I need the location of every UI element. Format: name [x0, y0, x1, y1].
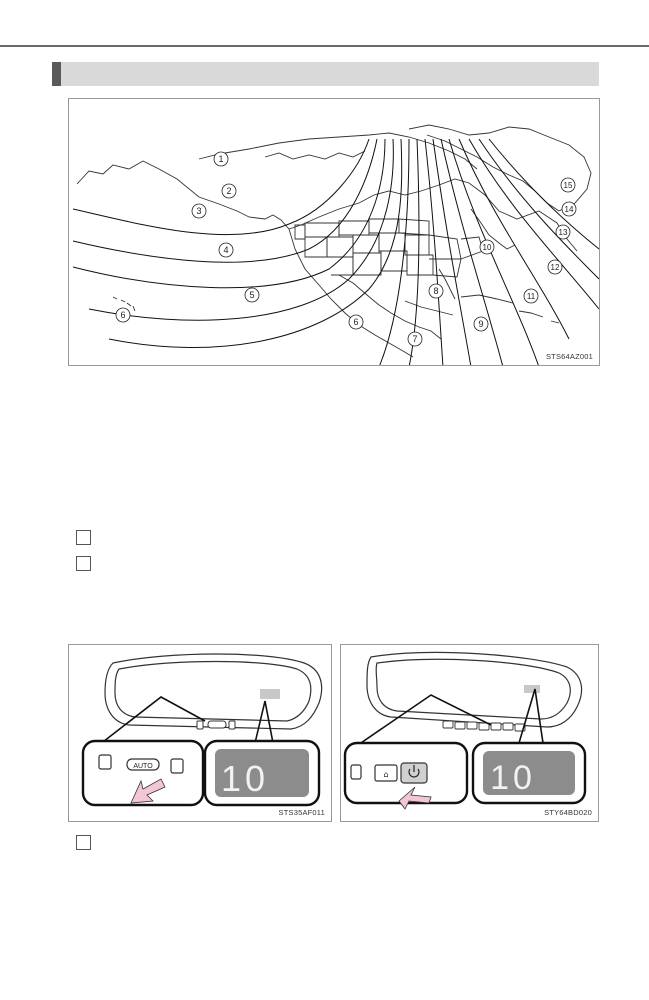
zone-label-5: 5 [249, 290, 254, 300]
mirror-illustration-right: ⌂ 10 [343, 651, 587, 810]
zone-label-13: 13 [559, 228, 568, 237]
press-arrow-left [130, 778, 166, 804]
zone-label-6: 6 [353, 317, 358, 327]
zone-label-15: 15 [564, 181, 573, 190]
zone-label-8: 8 [433, 286, 438, 296]
lcd-zone-value-left: 10 [221, 758, 269, 799]
figure-code-mirror-left: STS35AF011 [278, 808, 325, 817]
step-box-3 [76, 835, 91, 850]
mirror-display-indicator [260, 689, 280, 699]
zone-label-6-hawaii: 6 [120, 310, 125, 320]
mirror-display-indicator-right [524, 685, 540, 693]
figure-code-mirror-right: STY64BD020 [544, 808, 592, 817]
mirror-illustration-left: AUTO 10 [81, 653, 323, 807]
zone-label-10: 10 [483, 243, 492, 252]
zone-label-14: 14 [565, 205, 574, 214]
auto-button-zoom-callout [81, 739, 205, 807]
section-header-accent [52, 62, 61, 86]
figure-code-map: STS64AZ001 [545, 352, 593, 361]
auto-button [126, 758, 160, 771]
lcd-zone-value-right: 10 [490, 759, 536, 797]
top-rule [0, 45, 649, 47]
zone-label-2: 2 [226, 186, 231, 196]
zone-label-3: 3 [196, 206, 201, 216]
lcd-panel-right [483, 751, 575, 795]
zone-label-11: 11 [527, 292, 536, 301]
compass-zone-map: 1 2 3 4 5 6 6 7 8 9 10 11 12 13 14 15 [72, 124, 599, 365]
power-icon [408, 765, 420, 778]
lcd-panel-left [215, 749, 309, 797]
step-box-2 [76, 556, 91, 571]
zone-label-1: 1 [218, 154, 223, 164]
step-box-1 [76, 530, 91, 545]
zone-label-9: 9 [478, 319, 483, 329]
press-arrow-right [398, 786, 432, 810]
section-header-bar [52, 62, 599, 86]
zone-label-7: 7 [412, 334, 417, 344]
zone-label-4: 4 [223, 245, 228, 255]
home-icon: ⌂ [383, 770, 388, 779]
power-button [400, 762, 428, 784]
auto-button-label: AUTO [133, 763, 153, 770]
compass-zone-map-figure: 1 2 3 4 5 6 6 7 8 9 10 11 12 13 14 15 ST… [68, 98, 600, 366]
mirror-figure-power-button: ⌂ 10 STY64BD020 [340, 644, 599, 822]
zone-label-12: 12 [551, 263, 560, 272]
mirror-figure-auto-button: AUTO 10 STS35AF011 [68, 644, 332, 822]
